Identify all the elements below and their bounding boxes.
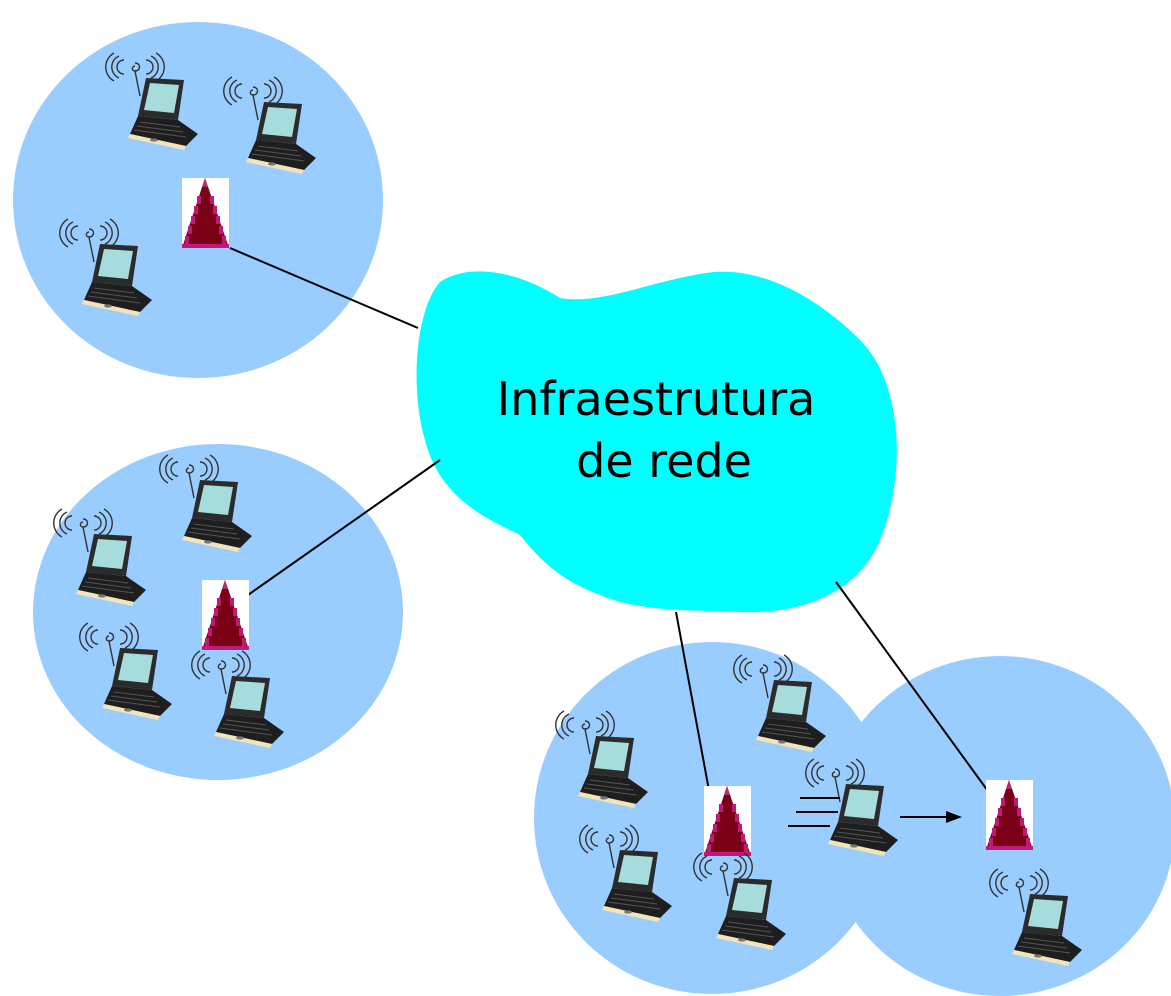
- link-bottom-left-cell: [675, 611, 714, 813]
- motion-lines-icon: [788, 797, 840, 827]
- cloud-label-line2: de rede: [576, 434, 752, 488]
- access-point-icon: [182, 178, 229, 248]
- access-point-icon: [704, 786, 751, 856]
- link-top-cell: [229, 247, 419, 329]
- access-point-icon: [202, 580, 249, 650]
- access-point-icon: [986, 780, 1033, 850]
- link-middle-cell: [237, 459, 441, 603]
- cloud-label-line1: Infraestrutura: [497, 372, 816, 426]
- arrow-right-icon: [900, 811, 962, 823]
- network-infrastructure-cloud: [416, 271, 897, 613]
- infrastructure-links: [229, 247, 994, 813]
- link-bottom-right-cell: [835, 581, 994, 799]
